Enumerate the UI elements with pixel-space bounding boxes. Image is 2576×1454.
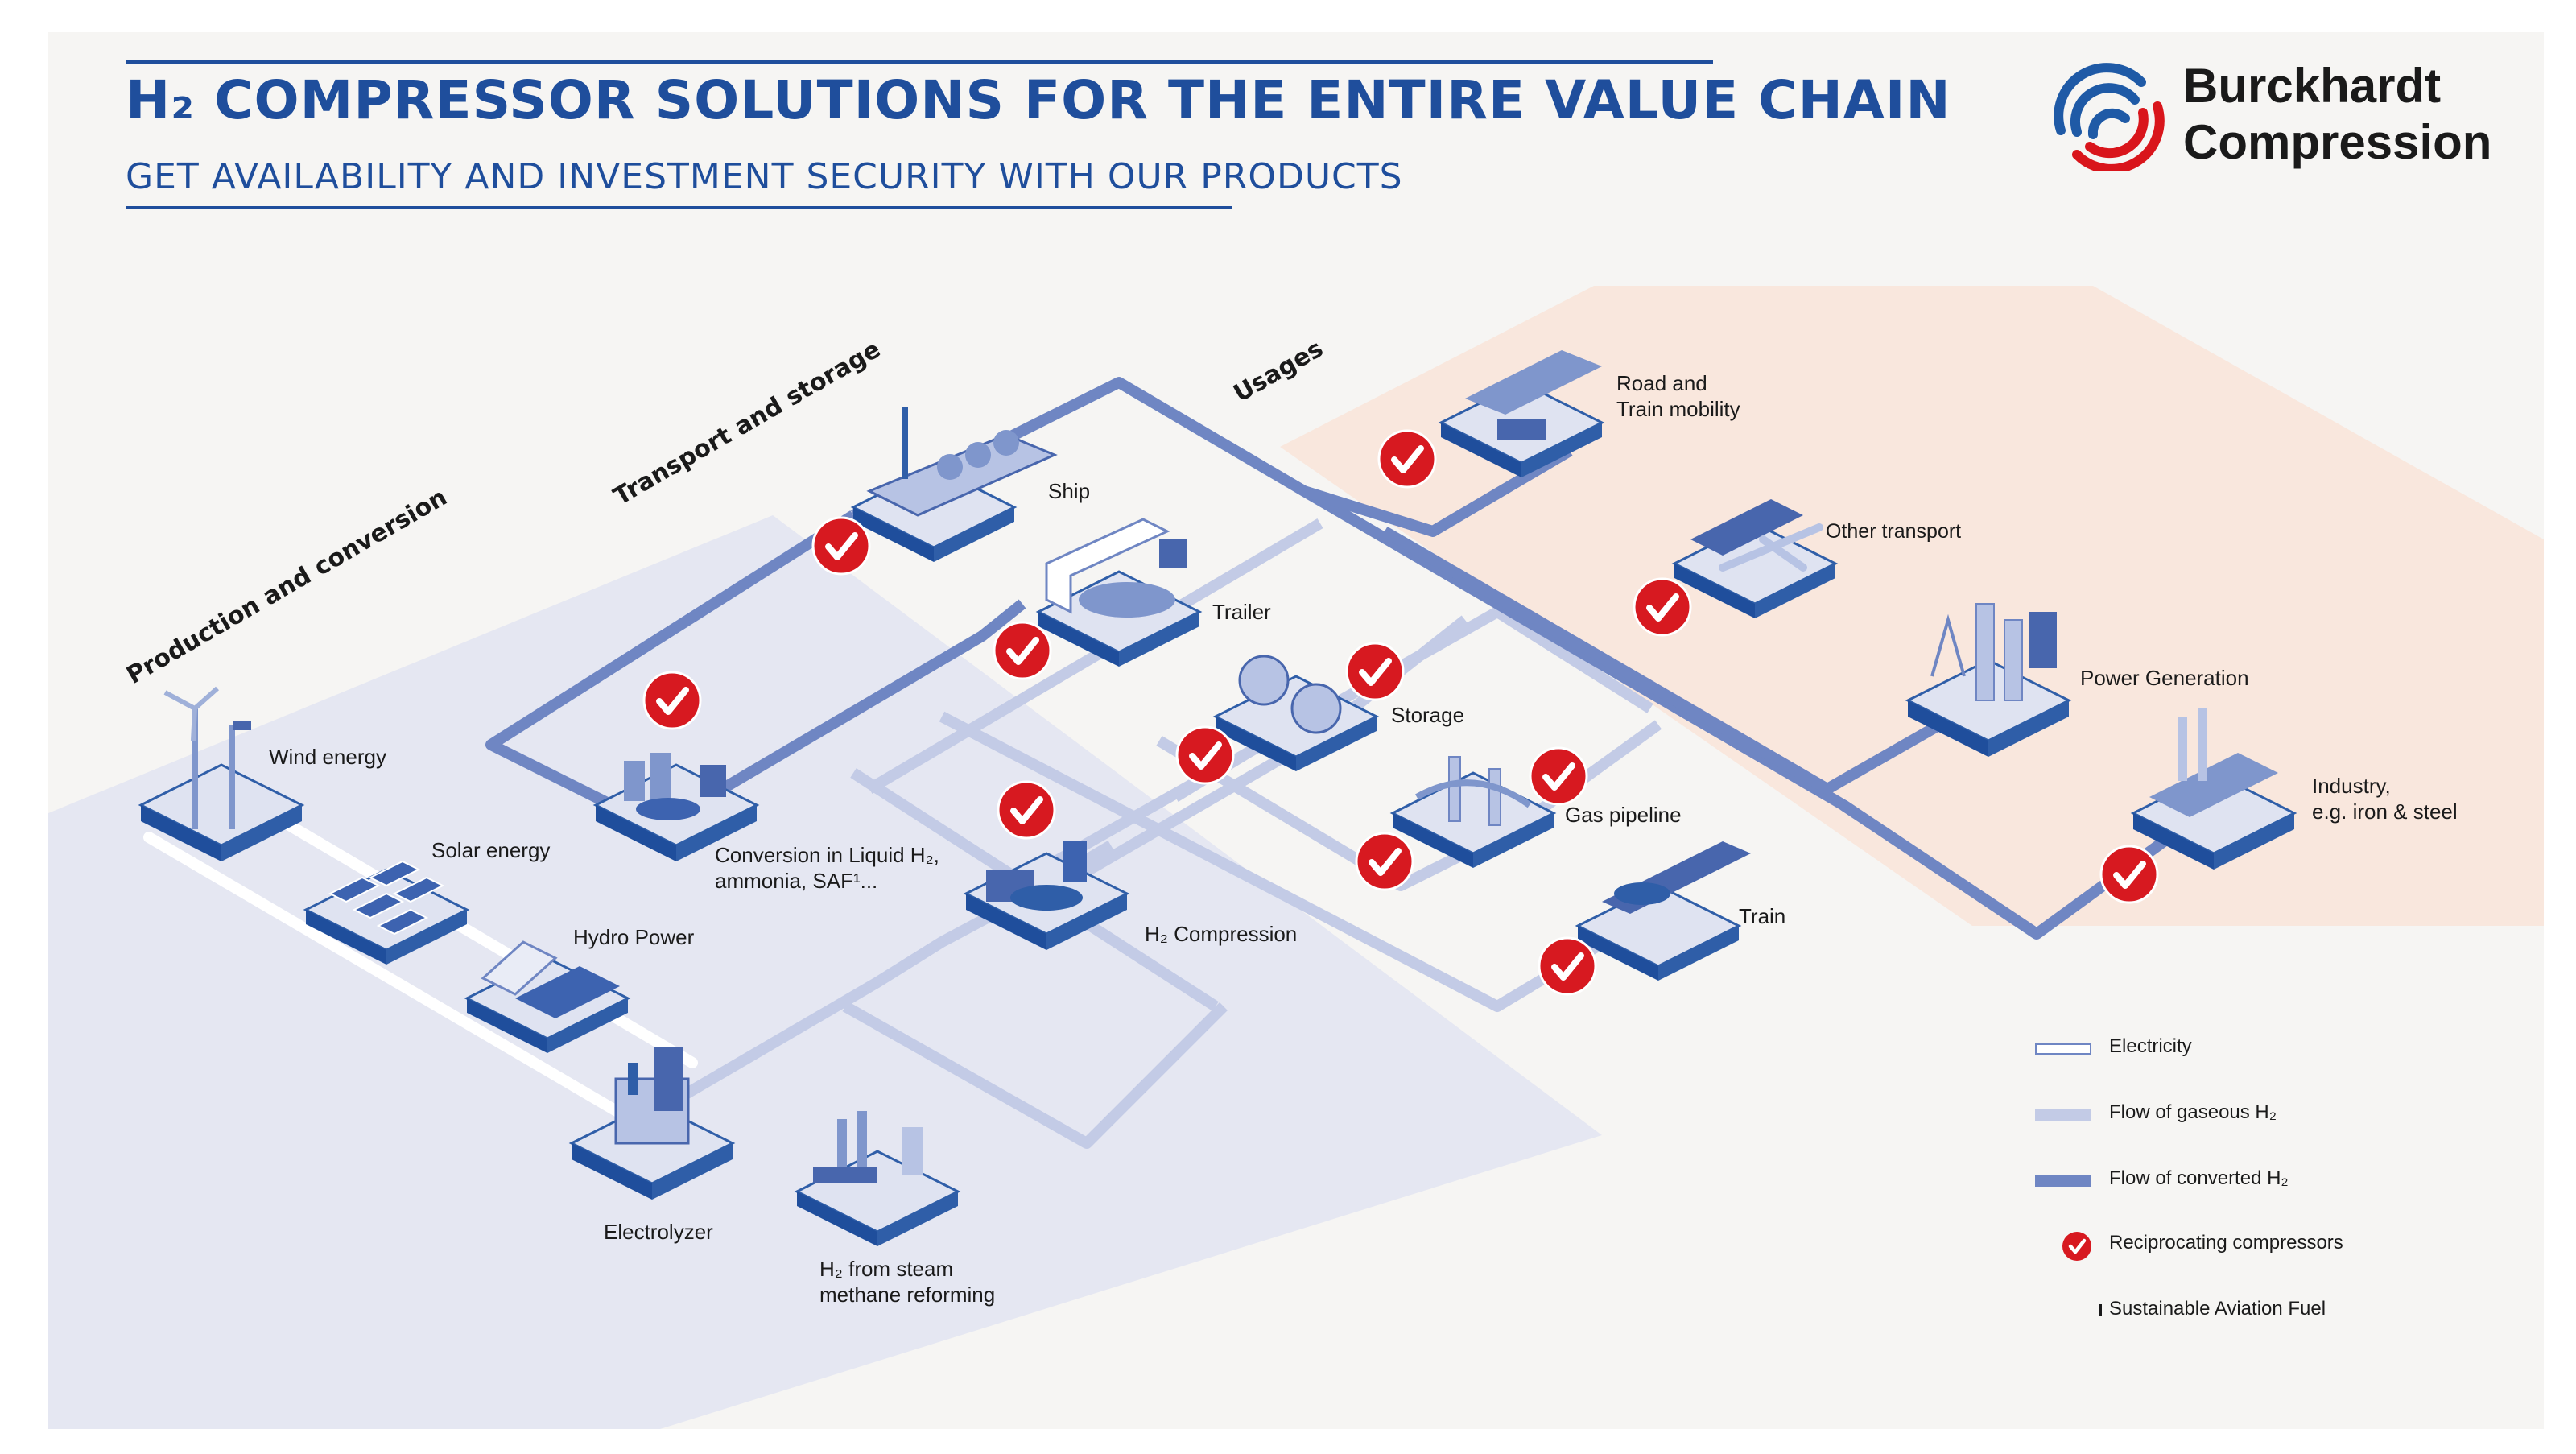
conversion-node xyxy=(592,753,760,861)
page-title: H₂ COMPRESSOR SOLUTIONS FOR THE ENTIRE V… xyxy=(126,69,1951,131)
label-gas-pipeline: Gas pipeline xyxy=(1565,803,1682,827)
legend-label: Flow of converted H₂ xyxy=(2109,1167,2289,1189)
title-top-rule xyxy=(126,60,1713,64)
label-smr-line1: H₂ from steam xyxy=(819,1257,954,1281)
label-trailer: Trailer xyxy=(1212,600,1271,624)
label-electrolyzer: Electrolyzer xyxy=(604,1220,713,1244)
subtitle-bottom-rule xyxy=(126,206,1232,209)
h2-compression-node xyxy=(963,841,1130,950)
label-road-line2: Train mobility xyxy=(1616,397,1740,421)
check-badge-icon xyxy=(1347,643,1403,700)
legend-label: Reciprocating compressors xyxy=(2109,1232,2343,1254)
label-conversion-line2: ammonia, SAF¹... xyxy=(715,869,878,893)
label-conversion-line1: Conversion in Liquid H₂, xyxy=(715,843,939,867)
label-train: Train xyxy=(1739,904,1786,928)
gas-pipeline-node xyxy=(1389,756,1557,868)
converted-flows xyxy=(485,377,2218,940)
brand-name-line2: Compression xyxy=(2183,115,2492,169)
page-subtitle: GET AVAILABILITY AND INVESTMENT SECURITY… xyxy=(126,156,1403,197)
label-smr: H₂ from steam methane reforming xyxy=(819,1256,995,1307)
label-wind-energy: Wind energy xyxy=(269,745,386,769)
brand-name: Burckhardt Compression xyxy=(2183,58,2491,171)
footnote-marker xyxy=(2099,1304,2102,1316)
check-badge-icon xyxy=(813,518,869,574)
label-industry: Industry, e.g. iron & steel xyxy=(2312,773,2458,824)
label-storage: Storage xyxy=(1391,703,1465,727)
electricity-flows xyxy=(143,791,698,1133)
other-transport-node xyxy=(1671,499,1839,618)
legend-label: Electricity xyxy=(2109,1035,2192,1057)
label-industry-line1: Industry, xyxy=(2312,774,2391,798)
storage-node xyxy=(1212,655,1380,771)
label-road-train-mobility: Road and Train mobility xyxy=(1616,370,1740,422)
gaseous-line xyxy=(2035,1109,2091,1121)
label-solar-energy: Solar energy xyxy=(431,838,551,862)
check-badge-icon xyxy=(1530,748,1587,804)
check-badge-icon xyxy=(1356,833,1413,890)
train-node xyxy=(1575,841,1751,981)
electrolyzer-node xyxy=(568,1047,736,1200)
road-train-mobility-node xyxy=(1438,350,1605,477)
solar-energy-node xyxy=(303,860,470,965)
trailer-node xyxy=(1035,518,1203,667)
industry-node xyxy=(2130,708,2297,870)
legend-label: Sustainable Aviation Fuel xyxy=(2109,1298,2326,1320)
label-ship: Ship xyxy=(1048,479,1091,503)
production-zone xyxy=(48,515,1602,1429)
label-conversion: Conversion in Liquid H₂, ammonia, SAF¹..… xyxy=(715,842,939,894)
check-badge-icon xyxy=(1634,579,1690,635)
check-badge-icon xyxy=(1539,938,1596,994)
legend-label: Flow of gaseous H₂ xyxy=(2109,1101,2277,1123)
brand-name-line1: Burckhardt xyxy=(2183,59,2442,113)
check-badge-icon xyxy=(1177,727,1233,783)
converted-line xyxy=(2035,1175,2091,1187)
power-generation-node xyxy=(1905,603,2072,757)
hydro-power-node xyxy=(464,940,631,1053)
brand-logo: Burckhardt Compression xyxy=(2045,58,2491,171)
label-road-line1: Road and xyxy=(1616,371,1707,395)
check-badge-icon xyxy=(998,782,1055,838)
label-power-generation: Power Generation xyxy=(2080,666,2249,690)
label-h2-compression: H₂ Compression xyxy=(1145,922,1298,946)
smr-node xyxy=(794,1111,961,1246)
check-badge-icon xyxy=(644,672,700,729)
electricity-line xyxy=(2035,1043,2091,1055)
check-badge-icon xyxy=(2101,846,2157,903)
ship-node xyxy=(850,407,1058,562)
check-badge-icon xyxy=(994,622,1051,679)
label-smr-line2: methane reforming xyxy=(819,1283,996,1307)
check-badge-icon xyxy=(1379,431,1435,487)
label-industry-line2: e.g. iron & steel xyxy=(2312,799,2458,824)
check-badge-icon xyxy=(2062,1232,2091,1261)
wind-energy-node xyxy=(138,686,305,861)
brand-wave-icon xyxy=(2054,63,2165,171)
label-other-transport: Other transport xyxy=(1826,520,1962,543)
label-hydro-power: Hydro Power xyxy=(573,925,695,949)
